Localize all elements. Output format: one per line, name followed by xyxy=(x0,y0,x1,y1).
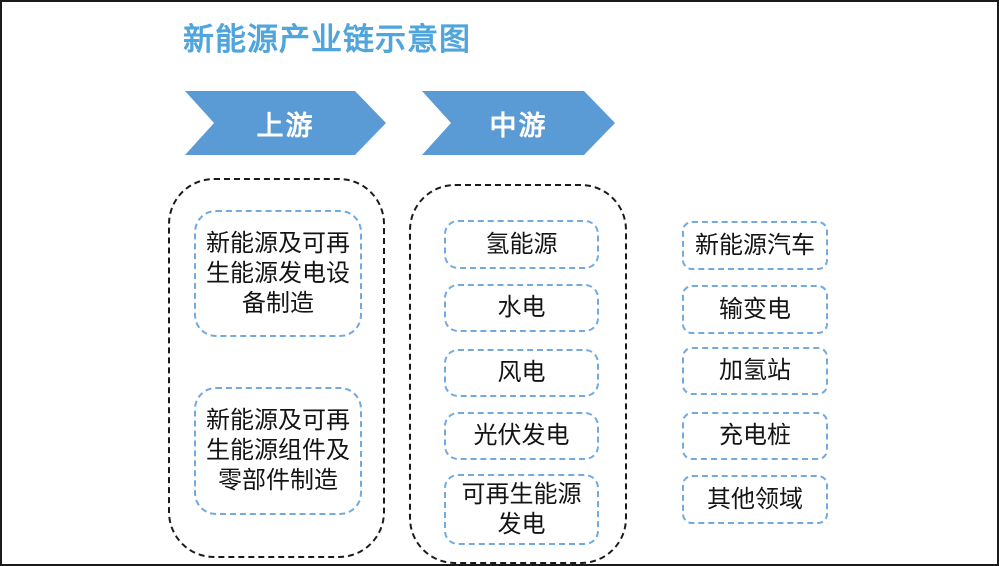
chevron-arrow-shape xyxy=(422,91,615,155)
node-line: 新能源及可再 xyxy=(206,408,350,434)
downstream-node-hydrogen-station: 加氢站 xyxy=(682,347,828,395)
node-line: 氢能源 xyxy=(485,231,558,258)
chevron-arrow-shape xyxy=(185,91,386,155)
node-line: 发电 xyxy=(497,511,546,538)
downstream-node-other-fields: 其他领域 xyxy=(682,475,828,524)
node-line: 新能源及可再 xyxy=(206,230,350,257)
midstream-node-hydrogen: 氢能源 xyxy=(444,220,599,269)
node-line: 备制造 xyxy=(242,290,314,317)
node-line: 生能源组件及 xyxy=(206,438,350,464)
node-line: 充电桩 xyxy=(719,423,791,449)
downstream-node-power-transmission: 输变电 xyxy=(682,285,828,334)
node-line: 生能源发电设 xyxy=(206,260,350,287)
node-line: 其他领域 xyxy=(707,486,803,513)
midstream-node-wind-power: 风电 xyxy=(444,349,599,397)
midstream-node-solar-pv: 光伏发电 xyxy=(444,412,599,460)
midstream-group-outline xyxy=(409,184,627,564)
node-line: 可再生能源 xyxy=(461,481,582,508)
midstream-node-hydropower: 水电 xyxy=(444,284,599,332)
node-line: 零部件制造 xyxy=(218,468,338,494)
upstream-node-power-generation-equipment: 新能源及可再 生能源发电设 备制造 xyxy=(194,210,362,337)
downstream-node-charging-pile: 充电桩 xyxy=(682,412,828,460)
node-line: 新能源汽车 xyxy=(695,232,815,259)
stage-arrow-upstream: 上游 xyxy=(185,91,386,155)
node-line: 光伏发电 xyxy=(473,423,570,449)
upstream-group-outline xyxy=(168,178,385,558)
node-line: 输变电 xyxy=(719,296,791,323)
stage-label-midstream: 中游 xyxy=(489,110,548,141)
stage-label-upstream: 上游 xyxy=(256,110,315,141)
node-line: 水电 xyxy=(497,295,546,321)
upstream-node-components-parts: 新能源及可再 生能源组件及 零部件制造 xyxy=(194,387,362,515)
midstream-node-renewable-generation: 可再生能源 发电 xyxy=(444,474,599,545)
downstream-node-nev: 新能源汽车 xyxy=(682,221,828,270)
node-line: 加氢站 xyxy=(719,358,791,384)
page-title: 新能源产业链示意图 xyxy=(183,22,471,57)
node-line: 风电 xyxy=(497,360,546,386)
stage-arrow-midstream: 中游 xyxy=(422,91,615,155)
